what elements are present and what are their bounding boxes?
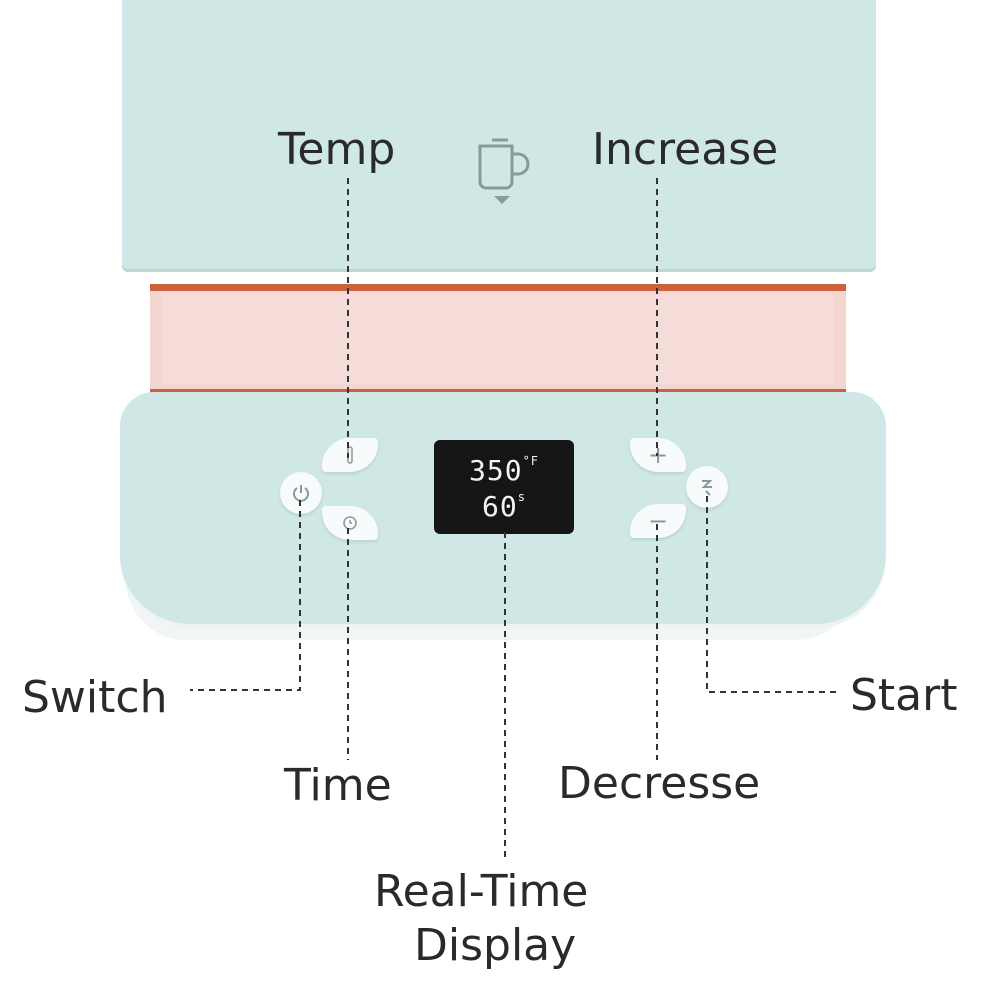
- display-temperature-unit: °F: [522, 454, 540, 468]
- decrease-button[interactable]: −: [630, 504, 686, 538]
- press-lid: [122, 0, 876, 272]
- display-label-line1: Real-Time: [374, 866, 589, 917]
- start-label: Start: [850, 670, 958, 721]
- switch-label: Switch: [22, 672, 168, 723]
- temp-label: Temp: [278, 124, 396, 175]
- switch-callout-line: [190, 500, 301, 691]
- decrease-label: Decresse: [558, 758, 761, 809]
- display-temperature: 350: [468, 454, 523, 487]
- real-time-display: 350°F 60s: [434, 440, 574, 534]
- display-label-line2: Display: [414, 920, 577, 971]
- mug-icon: [478, 138, 530, 204]
- start-callout-line: [706, 496, 838, 693]
- time-label: Time: [284, 760, 392, 811]
- increase-label: Increase: [592, 124, 779, 175]
- power-switch-button[interactable]: [280, 472, 322, 514]
- display-time: 60: [482, 490, 518, 523]
- clock-icon: [343, 516, 357, 530]
- display-time-unit: s: [517, 490, 526, 504]
- start-icon: [701, 480, 713, 496]
- heating-plate-surface: [162, 294, 834, 384]
- minus-icon: −: [647, 507, 669, 535]
